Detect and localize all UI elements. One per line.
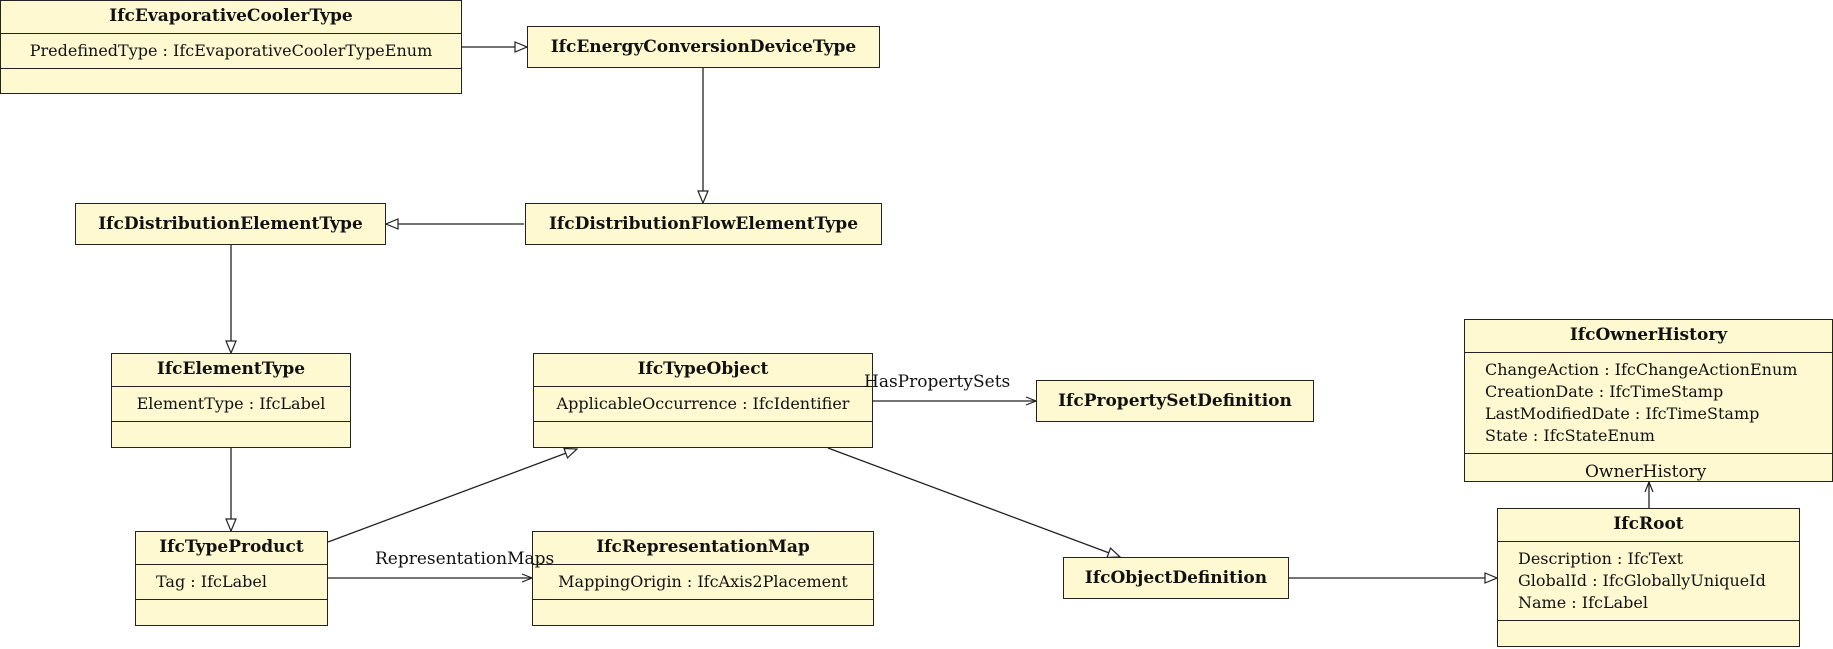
class-ifc-type-object: IfcTypeObject ApplicableOccurrence : Ifc…: [533, 353, 873, 448]
association-label-representationmaps: RepresentationMaps: [375, 549, 555, 569]
class-name: IfcDistributionFlowElementType: [548, 214, 859, 234]
class-attributes: ElementType : IfcLabel: [112, 386, 350, 421]
class-name: IfcTypeObject: [637, 359, 769, 379]
class-name: IfcElementType: [156, 359, 306, 379]
class-name: IfcPropertySetDefinition: [1058, 391, 1292, 411]
attribute: State : IfcStateEnum: [1485, 426, 1655, 445]
class-ifc-owner-history: IfcOwnerHistory ChangeAction : IfcChange…: [1464, 319, 1833, 482]
class-attributes: Description : IfcText GlobalId : IfcGlob…: [1498, 541, 1799, 620]
generalization-typeproduct-typeobject: [327, 449, 577, 543]
class-name: IfcEvaporativeCoolerType: [109, 6, 353, 26]
class-ifc-evaporative-cooler-type: IfcEvaporativeCoolerType PredefinedType …: [0, 0, 462, 94]
class-attributes: ChangeAction : IfcChangeActionEnum Creat…: [1465, 352, 1832, 453]
class-ifc-energy-conversion-device-type: IfcEnergyConversionDeviceType: [527, 26, 880, 68]
attribute: Description : IfcText: [1518, 549, 1684, 568]
class-operations: [1498, 620, 1799, 635]
attribute: CreationDate : IfcTimeStamp: [1485, 382, 1724, 401]
class-ifc-representation-map: IfcRepresentationMap MappingOrigin : Ifc…: [532, 531, 874, 626]
attribute: MappingOrigin : IfcAxis2Placement: [558, 572, 848, 591]
attribute: Tag : IfcLabel: [156, 572, 267, 591]
class-operations: [112, 421, 350, 440]
attribute: ChangeAction : IfcChangeActionEnum: [1485, 360, 1798, 379]
class-name: IfcDistributionElementType: [98, 214, 363, 234]
class-operations: [534, 421, 872, 440]
class-name: IfcTypeProduct: [159, 537, 304, 557]
generalization-typeobject-objectdefinition: [827, 447, 1120, 557]
class-name: IfcObjectDefinition: [1084, 568, 1268, 588]
class-attributes: MappingOrigin : IfcAxis2Placement: [533, 564, 873, 599]
class-name: IfcRoot: [1613, 514, 1684, 534]
class-name: IfcRepresentationMap: [596, 537, 810, 557]
attribute: LastModifiedDate : IfcTimeStamp: [1485, 404, 1760, 423]
class-ifc-distribution-flow-element-type: IfcDistributionFlowElementType: [525, 203, 882, 245]
class-ifc-object-definition: IfcObjectDefinition: [1063, 557, 1289, 599]
class-attributes: ApplicableOccurrence : IfcIdentifier: [534, 386, 872, 421]
class-operations: [136, 599, 327, 618]
class-ifc-type-product: IfcTypeProduct Tag : IfcLabel: [135, 531, 328, 626]
class-ifc-property-set-definition: IfcPropertySetDefinition: [1036, 380, 1314, 422]
attribute: Name : IfcLabel: [1518, 593, 1648, 612]
class-attributes: PredefinedType : IfcEvaporativeCoolerTyp…: [1, 33, 461, 68]
class-ifc-distribution-element-type: IfcDistributionElementType: [75, 203, 386, 245]
class-operations: [1, 68, 461, 87]
attribute: GlobalId : IfcGloballyUniqueId: [1518, 571, 1766, 590]
class-name: IfcEnergyConversionDeviceType: [550, 37, 857, 57]
association-label-haspropertysets: HasPropertySets: [864, 372, 1011, 392]
class-attributes: Tag : IfcLabel: [136, 564, 327, 599]
class-ifc-element-type: IfcElementType ElementType : IfcLabel: [111, 353, 351, 448]
class-operations: [1465, 453, 1832, 472]
class-name: IfcOwnerHistory: [1569, 325, 1728, 345]
association-label-ownerhistory: OwnerHistory: [1585, 462, 1707, 482]
attribute: ApplicableOccurrence : IfcIdentifier: [556, 394, 850, 413]
class-ifc-root: IfcRoot Description : IfcText GlobalId :…: [1497, 508, 1800, 647]
class-operations: [533, 599, 873, 618]
attribute: PredefinedType : IfcEvaporativeCoolerTyp…: [29, 41, 433, 60]
attribute: ElementType : IfcLabel: [136, 394, 326, 413]
